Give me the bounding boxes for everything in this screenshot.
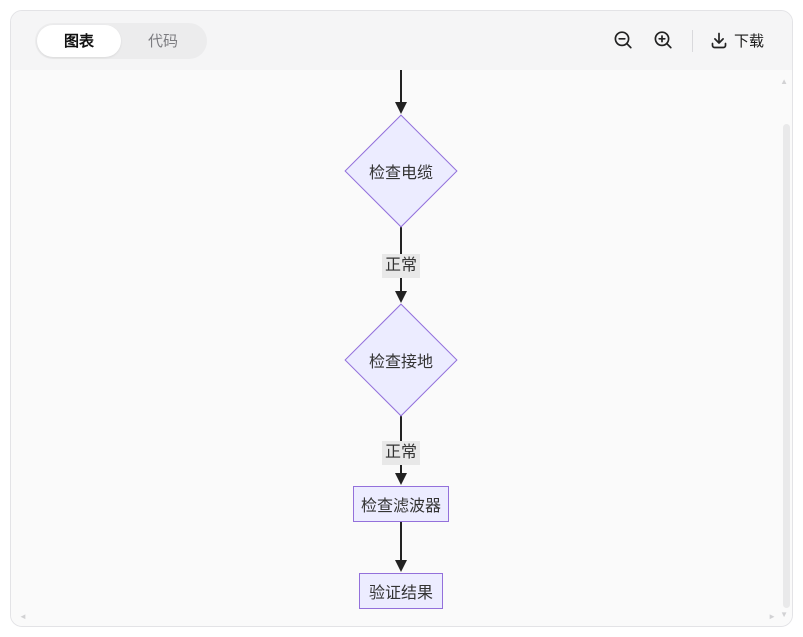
node-check-cable: 检查电缆 [344,114,458,228]
toolbar-actions: 下载 [610,27,764,55]
view-tabs: 图表 代码 [35,22,207,59]
node-check-ground: 检查接地 [344,303,458,417]
vertical-scrollbar-thumb[interactable] [783,124,790,608]
node-label: 检查电缆 [368,165,433,182]
zoom-in-button[interactable] [650,27,678,55]
zoom-out-icon [615,31,633,49]
zoom-out-button[interactable] [610,27,638,55]
edge-label-normal-2: 正常 [381,441,421,465]
download-button[interactable]: 下载 [709,30,764,51]
node-check-filter: 检查滤波器 [353,486,449,522]
node-verify-result: 验证结果 [359,573,443,609]
diagram-canvas[interactable]: 检查电缆 正常 检查接地 正常 检查滤波器 验证结果 ▲ ▼ ◄ ► [11,70,792,626]
scroll-left-icon[interactable]: ◄ [19,612,27,621]
scroll-up-icon[interactable]: ▲ [780,77,788,86]
scroll-down-icon[interactable]: ▼ [780,610,788,619]
tab-code[interactable]: 代码 [121,25,205,57]
download-label: 下载 [733,33,764,50]
diagram-panel: 图表 代码 [10,10,793,627]
toolbar-divider [691,29,693,52]
zoom-in-icon [655,31,673,49]
toolbar: 图表 代码 [11,11,792,70]
node-label: 检查接地 [368,354,433,371]
tab-diagram[interactable]: 图表 [37,24,121,57]
download-icon [711,32,727,48]
edge-label-normal-1: 正常 [381,254,421,278]
scroll-right-icon[interactable]: ► [768,612,776,621]
